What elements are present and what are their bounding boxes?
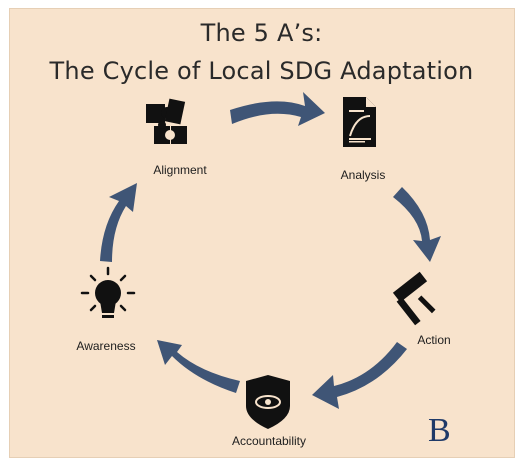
puzzle-icon [146,98,187,144]
arrow-awareness-to-alignment [100,183,137,262]
arrow-action-to-accountability [312,342,407,409]
document-icon [343,97,376,147]
stage-label-accountability: Accountability [231,434,307,448]
stage-label-action: Action [417,333,451,347]
lightbulb-icon [80,266,136,318]
stage-label-alignment: Alignment [153,163,207,177]
brand-logo-letter: B [428,412,451,449]
stage-label-analysis: Analysis [340,168,386,182]
arrow-accountability-to-awareness [157,340,240,393]
title-line-2: The Cycle of Local SDG Adaptation [49,57,474,85]
arrow-alignment-to-analysis [230,92,325,126]
gavel-icon [392,271,436,326]
shield-eye-icon [246,375,290,429]
stage-label-awareness: Awareness [76,339,136,353]
arrow-analysis-to-action [393,187,441,262]
title-line-1: The 5 A’s: [200,19,323,47]
